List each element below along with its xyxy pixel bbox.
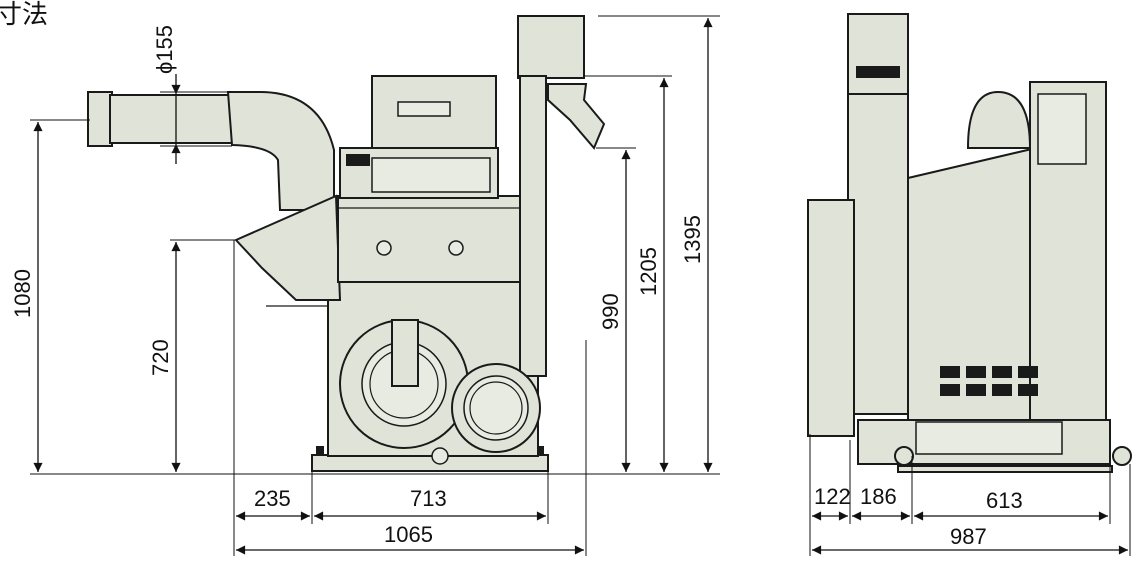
duct-head — [517, 15, 585, 79]
front-dimensions: ϕ155 1080 720 990 1205 1395 235 713 1065 — [10, 15, 720, 556]
front-base — [311, 454, 549, 472]
pipe-elbow — [226, 91, 335, 211]
side-body — [907, 146, 1037, 421]
dim-186: 186 — [860, 484, 897, 509]
caster-left — [894, 446, 914, 466]
intake-pipe — [87, 91, 335, 211]
side-column — [847, 93, 909, 415]
side-duct-head — [847, 13, 909, 95]
dim-990: 990 — [598, 293, 623, 330]
diagram-title: 寸法 — [0, 0, 49, 30]
dim-235: 235 — [254, 486, 291, 511]
side-base — [897, 465, 1113, 473]
dim-613: 613 — [986, 488, 1023, 513]
duct-spout — [547, 83, 606, 150]
dim-1205: 1205 — [636, 247, 661, 296]
side-left-block — [807, 199, 855, 437]
fan-outlet — [391, 319, 419, 387]
front-view — [87, 15, 606, 472]
outlet-chute — [234, 194, 342, 301]
control-panel — [337, 195, 529, 283]
pipe-straight — [109, 94, 233, 144]
vent-grille — [940, 366, 1038, 396]
tall-duct — [519, 75, 547, 377]
dim-987: 987 — [950, 524, 987, 549]
dim-122: 122 — [814, 484, 851, 509]
diameter-label: ϕ155 — [152, 25, 177, 74]
pipe-flange — [87, 91, 113, 147]
side-view — [807, 13, 1132, 473]
dim-1065: 1065 — [384, 522, 433, 547]
side-arch — [966, 90, 1032, 149]
dim-1395: 1395 — [680, 215, 705, 264]
caster-right — [1112, 446, 1132, 466]
dim-720: 720 — [148, 339, 173, 376]
dim-713: 713 — [410, 486, 447, 511]
side-dimensions: 122 186 613 987 — [809, 434, 1131, 556]
dim-1080: 1080 — [10, 269, 35, 318]
